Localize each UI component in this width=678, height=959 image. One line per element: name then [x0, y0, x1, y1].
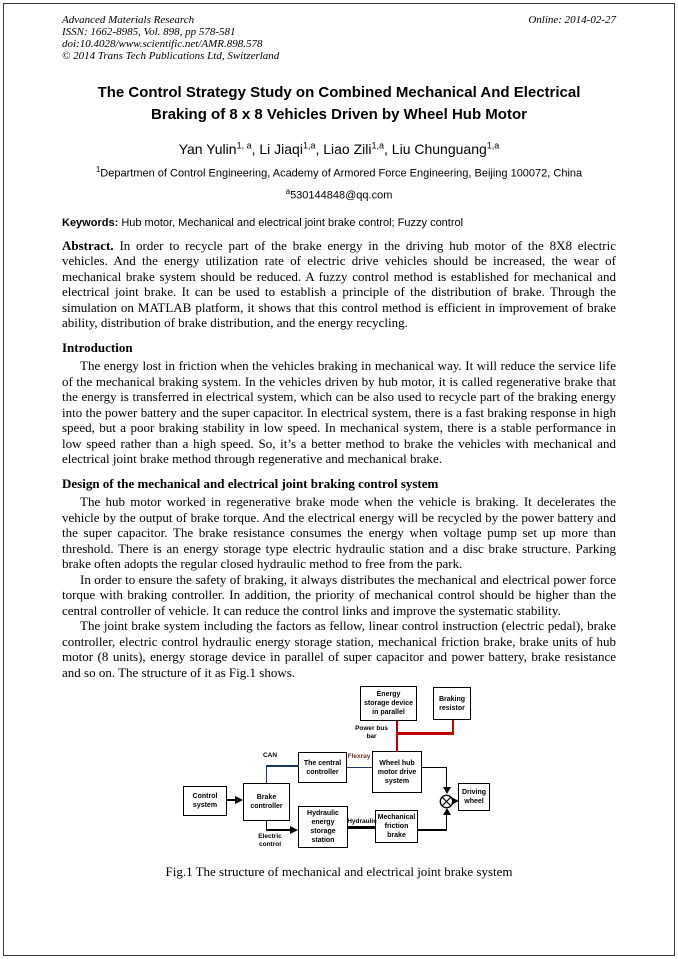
control-to-brake-line	[227, 799, 238, 801]
brake-to-hydraulic-line-v	[265, 821, 267, 831]
journal-name: Advanced Materials Research	[62, 14, 195, 26]
figure-caption: Fig.1 The structure of mechanical and el…	[165, 864, 513, 880]
affiliation: 1Departmen of Control Engineering, Acade…	[95, 164, 583, 180]
keywords-line: Keywords: Hub motor, Mechanical and elec…	[62, 217, 616, 229]
electric-control-label: Electric control	[258, 833, 282, 849]
flexray-bus-line	[347, 766, 372, 769]
abstract: Abstract. In order to recycle part of th…	[62, 238, 616, 331]
brake-to-hydraulic-line-h	[265, 829, 293, 831]
author: Yan Yulin1, a,	[178, 139, 260, 157]
fig-box-control-system: Control system	[183, 786, 227, 817]
can-bus-line-vertical	[265, 765, 267, 784]
fig-box-braking-resistor: Braking resistor	[433, 687, 471, 721]
fig-box-hydraulic-station: Hydraulic energy storage station	[298, 806, 348, 849]
fig-box-label: The central controller	[303, 759, 342, 776]
fig-box-label: Braking resistor	[438, 695, 466, 712]
hydraulic-pipe-line	[348, 825, 375, 829]
paper-title-line2: Braking of 8 x 8 Vehicles Driven by Whee…	[151, 106, 527, 124]
power-bus-bar-label: Power bus bar	[355, 725, 388, 741]
wheelhub-to-node-line-h	[422, 766, 447, 769]
paper-title: The Control Strategy Study on Combined M…	[62, 82, 616, 126]
email: a530144848@qq.com	[285, 187, 393, 202]
section-heading-introduction: Introduction	[62, 339, 133, 355]
paper-title-line1: The Control Strategy Study on Combined M…	[97, 84, 581, 102]
can-bus-line-horizontal	[265, 765, 299, 767]
keywords-label: Keywords:	[62, 216, 119, 229]
fig-box-label: Brake controller	[250, 794, 283, 811]
mechbrake-to-node-line-v	[445, 815, 447, 831]
fig-box-mechanical-brake: Mechanical friction brake	[375, 810, 418, 844]
copyright: © 2014 Trans Tech Publications Ltd, Swit…	[62, 50, 280, 63]
can-bus-label: CAN	[262, 752, 278, 760]
summing-junction-icon	[439, 794, 454, 814]
fig-box-label: Mechanical friction brake	[377, 814, 416, 840]
author: Liao Zili1,a,	[323, 139, 392, 157]
author: Liu Chunguang1,a	[391, 139, 500, 157]
wheelhub-to-node-line-v	[445, 766, 447, 788]
power-bus-line-resistor	[451, 720, 454, 735]
online-date: Online: 2014-02-27	[528, 14, 616, 26]
arrowhead-right-icon	[451, 797, 459, 806]
abstract-label: Abstract.	[62, 237, 114, 253]
arrowhead-up-icon	[442, 808, 451, 816]
fig-box-energy-storage: Energy storage device in parallel	[360, 686, 417, 722]
mechbrake-to-node-line-h	[418, 829, 447, 831]
fig-box-central-controller: The central controller	[298, 752, 347, 784]
figure-diagram: Energy storage device in parallel Brakin…	[180, 683, 512, 855]
paragraph: In order to ensure the safety of braking…	[62, 571, 616, 618]
arrowhead-right-icon	[235, 795, 243, 804]
keywords-text: Hub motor, Mechanical and electrical joi…	[121, 216, 464, 229]
flexray-bus-label: Flexray	[347, 753, 371, 761]
fig-box-label: Energy storage device in parallel	[363, 691, 414, 717]
fig-box-label: Hydraulic energy storage station	[307, 810, 339, 845]
power-bus-line-vertical	[395, 721, 398, 753]
paragraph: The energy lost in friction when the veh…	[62, 358, 616, 467]
issn-volume: ISSN: 1662-8985, Vol. 898, pp 578-581	[62, 26, 236, 39]
authors-line: Yan Yulin1, a, Li Jiaqi1,a, Liao Zili1,a…	[62, 140, 616, 157]
fig-box-wheel-hub-motor: Wheel hub motor drive system	[372, 751, 422, 794]
fig-box-label: Driving wheel	[461, 789, 487, 806]
paragraph: The hub motor worked in regenerative bra…	[62, 494, 616, 572]
abstract-text: In order to recycle part of the brake en…	[62, 237, 617, 331]
journal-header: Advanced Materials Research ISSN: 1662-8…	[62, 14, 616, 62]
fig-box-brake-controller: Brake controller	[243, 783, 290, 822]
fig-box-label: Wheel hub motor drive system	[377, 759, 417, 785]
section-heading-design: Design of the mechanical and electrical …	[62, 475, 439, 491]
arrowhead-down-icon	[442, 787, 451, 795]
doi: doi:10.4028/www.scientific.net/AMR.898.5…	[62, 38, 263, 51]
fig-box-label: Control system	[192, 793, 218, 810]
hydraulic-label: Hydraulic	[347, 818, 377, 826]
fig-box-driving-wheel: Driving wheel	[458, 783, 490, 812]
arrowhead-right-icon	[290, 826, 298, 835]
power-bus-line-horizontal	[395, 732, 454, 735]
paragraph: The joint brake system including the fac…	[62, 618, 616, 680]
journal-info: Advanced Materials Research ISSN: 1662-8…	[62, 14, 279, 62]
author: Li Jiaqi1,a,	[259, 139, 324, 157]
